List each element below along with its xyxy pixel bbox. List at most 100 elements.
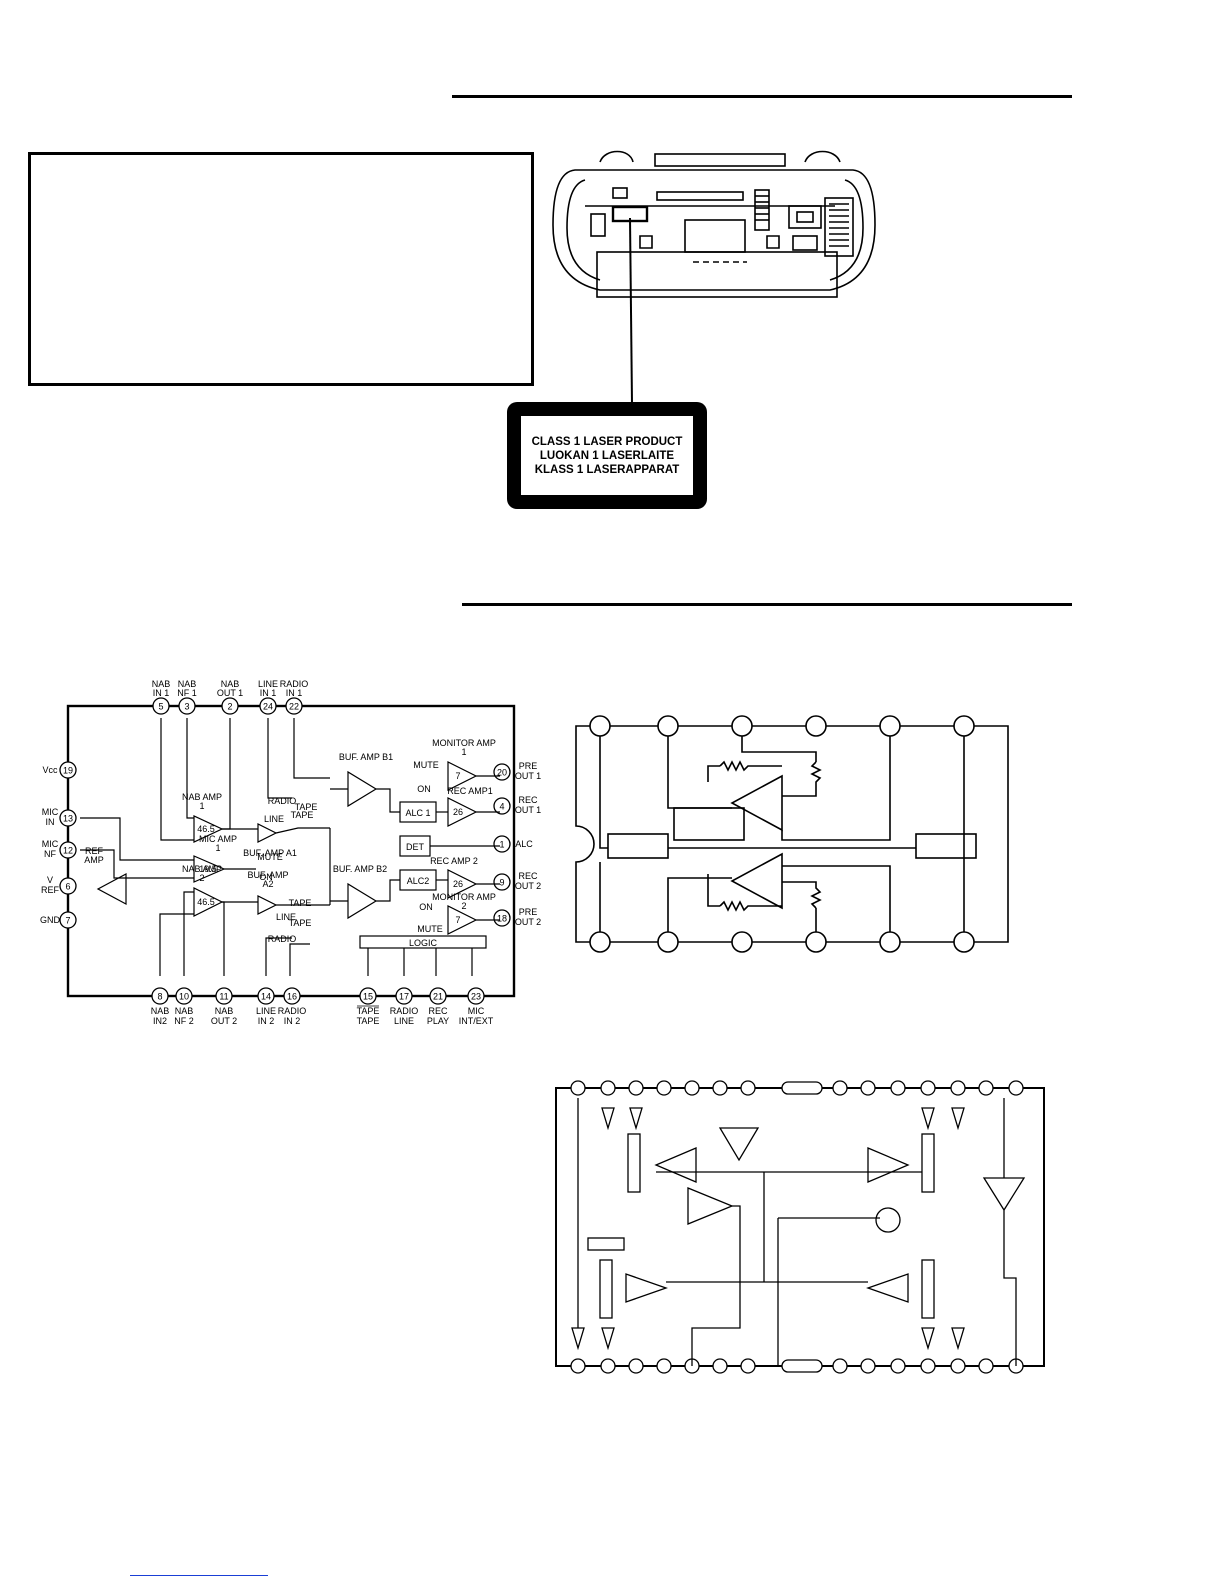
pin-label: NAB (178, 679, 197, 689)
pin-top (978, 1080, 994, 1096)
pin-label: NF (44, 849, 56, 859)
switch-line-label: LINE (264, 814, 284, 824)
laser-label-leader-line (629, 218, 633, 404)
pin-bottom-10: 10 (175, 987, 193, 1005)
pin-label: IN 1 (260, 688, 277, 698)
pin-number: 1 (499, 840, 504, 850)
nab-amp-1-label: 1 (199, 801, 204, 811)
pin-label: PLAY (427, 1016, 449, 1026)
pin-bottom-16: 16 (283, 987, 301, 1005)
pin-number: 15 (363, 992, 373, 1002)
pin-top (1008, 1080, 1024, 1096)
pin-label: MIC (468, 1006, 485, 1016)
pin-label: TAPE (357, 1006, 380, 1016)
pin-label: IN 1 (286, 688, 303, 698)
pin-top-5: 5 (152, 697, 170, 715)
pin-top (832, 1080, 848, 1096)
pin-number: 13 (63, 814, 73, 824)
pin-label: OUT 2 (211, 1016, 237, 1026)
pin-top (628, 1080, 644, 1096)
pin-label: IN 2 (258, 1016, 275, 1026)
pin-label: IN 2 (284, 1016, 301, 1026)
pin-bottom (600, 1358, 616, 1374)
switch-mute-label: MUTE (257, 852, 283, 862)
buf-amp-a2-label: A2 (262, 879, 273, 889)
pin-label: Vcc (42, 765, 58, 775)
pin-number: 23 (471, 992, 481, 1002)
pin-number: 19 (63, 766, 73, 776)
ic-pinout-diagram-b (555, 1080, 1045, 1374)
pin-label: LINE (258, 679, 278, 689)
pin-number: 24 (263, 702, 273, 712)
pin-label: LINE (256, 1006, 276, 1016)
pin-right-9: 9 (493, 873, 511, 891)
monitor-amp-1-gain: 7 (455, 771, 460, 781)
boombox-rear-view (552, 150, 876, 298)
pin-number: 2 (227, 702, 232, 712)
pin-number: 9 (499, 878, 504, 888)
pin-top (740, 1080, 756, 1096)
pin-label: REF (41, 885, 60, 895)
pin-right-4: 4 (493, 797, 511, 815)
switch-radio-label: RADIO (268, 796, 297, 806)
pin-label: NAB (175, 1006, 194, 1016)
pin-top-2: 2 (221, 697, 239, 715)
pin-bottom-23: 23 (467, 987, 485, 1005)
pin-label: OUT 1 (217, 688, 243, 698)
pin-number: 16 (287, 992, 297, 1002)
pin-top (600, 1080, 616, 1096)
pin-left-19: 19 (59, 761, 77, 779)
rec-amp-1-label: REC AMP1 (447, 786, 493, 796)
laser-product-label: CLASS 1 LASER PRODUCT LUOKAN 1 LASERLAIT… (507, 402, 707, 509)
pin-label: PRE (519, 761, 538, 771)
pin-right-1: 1 (493, 835, 511, 853)
nab-amp-2-label: NAB AMP (182, 864, 222, 874)
top-section-rule (452, 95, 1072, 98)
switch-mute-label: MUTE (413, 760, 439, 770)
buf-amp-a1-label: BUF. AMP A1 (243, 848, 297, 858)
pin-number: 12 (63, 846, 73, 856)
pin-label: REC (518, 871, 538, 881)
switch-on-label: ON (417, 784, 431, 794)
switch-tape-label: TAPE (289, 918, 312, 928)
pin-bottom-17: 17 (395, 987, 413, 1005)
pin-label: MIC (42, 839, 59, 849)
pin-bottom (920, 1358, 936, 1374)
footer-link-underline[interactable] (130, 1575, 268, 1576)
middle-section-rule (462, 603, 1072, 606)
pin-left-6: 6 (59, 877, 77, 895)
pin-top (684, 1080, 700, 1096)
pin-top-22: 22 (285, 697, 303, 715)
pin-label: IN2 (153, 1016, 167, 1026)
buf-amp-b2-label: BUF. AMP B2 (333, 864, 387, 874)
monitor-amp-1-label: 1 (461, 747, 466, 757)
mic-amp-1-label: 1 (215, 843, 220, 853)
pin-label: NAB (215, 1006, 234, 1016)
alc-1-label: ALC 1 (405, 808, 430, 818)
pin-number: 17 (399, 992, 409, 1002)
pin-number: 7 (65, 916, 70, 926)
switch-tape-label: TAPE (295, 802, 318, 812)
pin-bottom-8: 8 (151, 987, 169, 1005)
pin-number: 6 (65, 882, 70, 892)
pin-label: OUT 2 (515, 917, 541, 927)
pin-bottom (832, 1358, 848, 1374)
mic-amp-1-gain: 19.5 (199, 864, 217, 874)
switch-mute-label: MUTE (417, 924, 443, 934)
pin-label: REC (518, 795, 538, 805)
laser-label-line-2: LUOKAN 1 LASERLAITE (539, 449, 675, 462)
pin-left-7: 7 (59, 911, 77, 929)
pin-top (712, 1080, 728, 1096)
ic-pinout-diagram-a (575, 715, 1009, 953)
pin-number: 21 (433, 992, 443, 1002)
pin-bottom-11: 11 (215, 987, 233, 1005)
pin-bottom (950, 1358, 966, 1374)
pin-top-24: 24 (259, 697, 277, 715)
pin-label: GND (40, 915, 61, 925)
pin-top (920, 1080, 936, 1096)
pin-bottom-14: 14 (257, 987, 275, 1005)
pin-bottom (712, 1358, 728, 1374)
laser-label-line-3: KLASS 1 LASERAPPARAT (534, 463, 680, 476)
pin-number: 22 (289, 702, 299, 712)
pin-number: 4 (499, 802, 504, 812)
